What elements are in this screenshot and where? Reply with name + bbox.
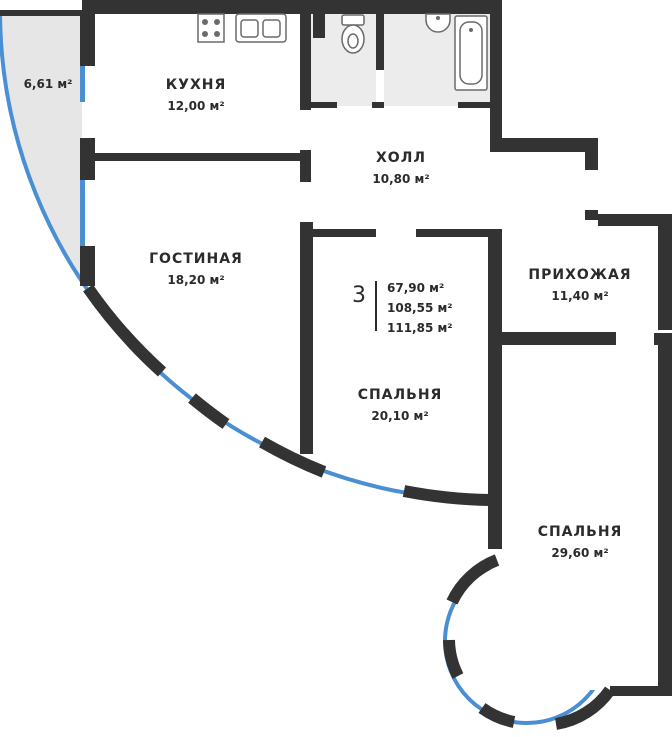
walls	[0, 0, 672, 696]
bay-walls	[443, 554, 615, 730]
stove-icon	[197, 13, 225, 43]
hall-area: 10,80 м²	[372, 172, 429, 186]
total-area: 108,55 м²	[387, 301, 453, 315]
toilet-icon	[341, 14, 365, 54]
bedroom-large-area: 29,60 м²	[551, 546, 608, 560]
kitchen-name: КУХНЯ	[166, 77, 227, 93]
entrance-name: ПРИХОЖАЯ	[528, 267, 631, 283]
summary-divider	[375, 281, 377, 331]
living-name: ГОСТИНАЯ	[149, 251, 243, 267]
bedroom-small-name: СПАЛЬНЯ	[358, 387, 443, 403]
bay-mask	[490, 540, 670, 690]
kitchen-area: 12,00 м²	[167, 99, 224, 113]
arc-walls	[83, 284, 491, 506]
balcony-floor	[0, 14, 82, 285]
bedroom-small-area: 20,10 м²	[371, 409, 428, 423]
bedroom-large-name: СПАЛЬНЯ	[538, 524, 623, 540]
hall-name: ХОЛЛ	[376, 150, 426, 166]
living-area: 18,20 м²	[167, 273, 224, 287]
sink-icon	[235, 13, 287, 43]
entrance-area: 11,40 м²	[551, 289, 608, 303]
living-area-total: 67,90 м²	[387, 281, 444, 295]
washbasin-icon	[425, 13, 451, 33]
balcony-area: 6,61 м²	[24, 77, 73, 91]
window-balcony-bottom	[80, 180, 85, 246]
bathtub-icon	[454, 15, 488, 91]
rooms-count: 3	[352, 283, 366, 308]
window-balcony-top	[80, 66, 85, 102]
total-area-with-balcony: 111,85 м²	[387, 321, 453, 335]
